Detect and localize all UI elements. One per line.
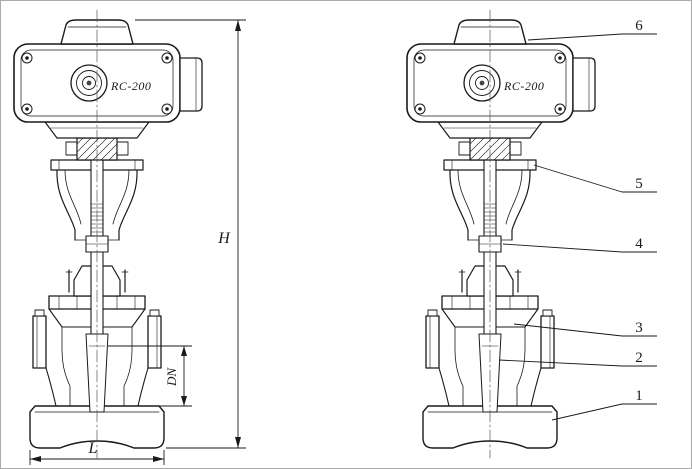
callout-1: 1 [551,388,657,421]
dimension-label-l: L [88,440,98,457]
callout-label-6: 6 [635,18,643,34]
callout-3: 3 [513,320,657,337]
dimension-length: L [29,440,165,465]
callout-label-1: 1 [635,388,643,404]
callout-label-2: 2 [635,350,643,366]
dimension-bore: DN [108,345,192,407]
callout-label-3: 3 [635,320,643,336]
valve-right-view [406,9,596,459]
dimension-height: H [135,19,246,449]
dimension-label-h: H [217,230,231,247]
callout-2: 2 [498,350,657,367]
callout-label-4: 4 [635,236,643,252]
valve-left-view [13,9,203,459]
callout-label-5: 5 [635,176,643,192]
callout-6: 6 [527,18,657,41]
dimension-label-dn: DN [164,367,179,387]
callout-5: 5 [533,164,657,193]
callout-4: 4 [502,236,657,253]
